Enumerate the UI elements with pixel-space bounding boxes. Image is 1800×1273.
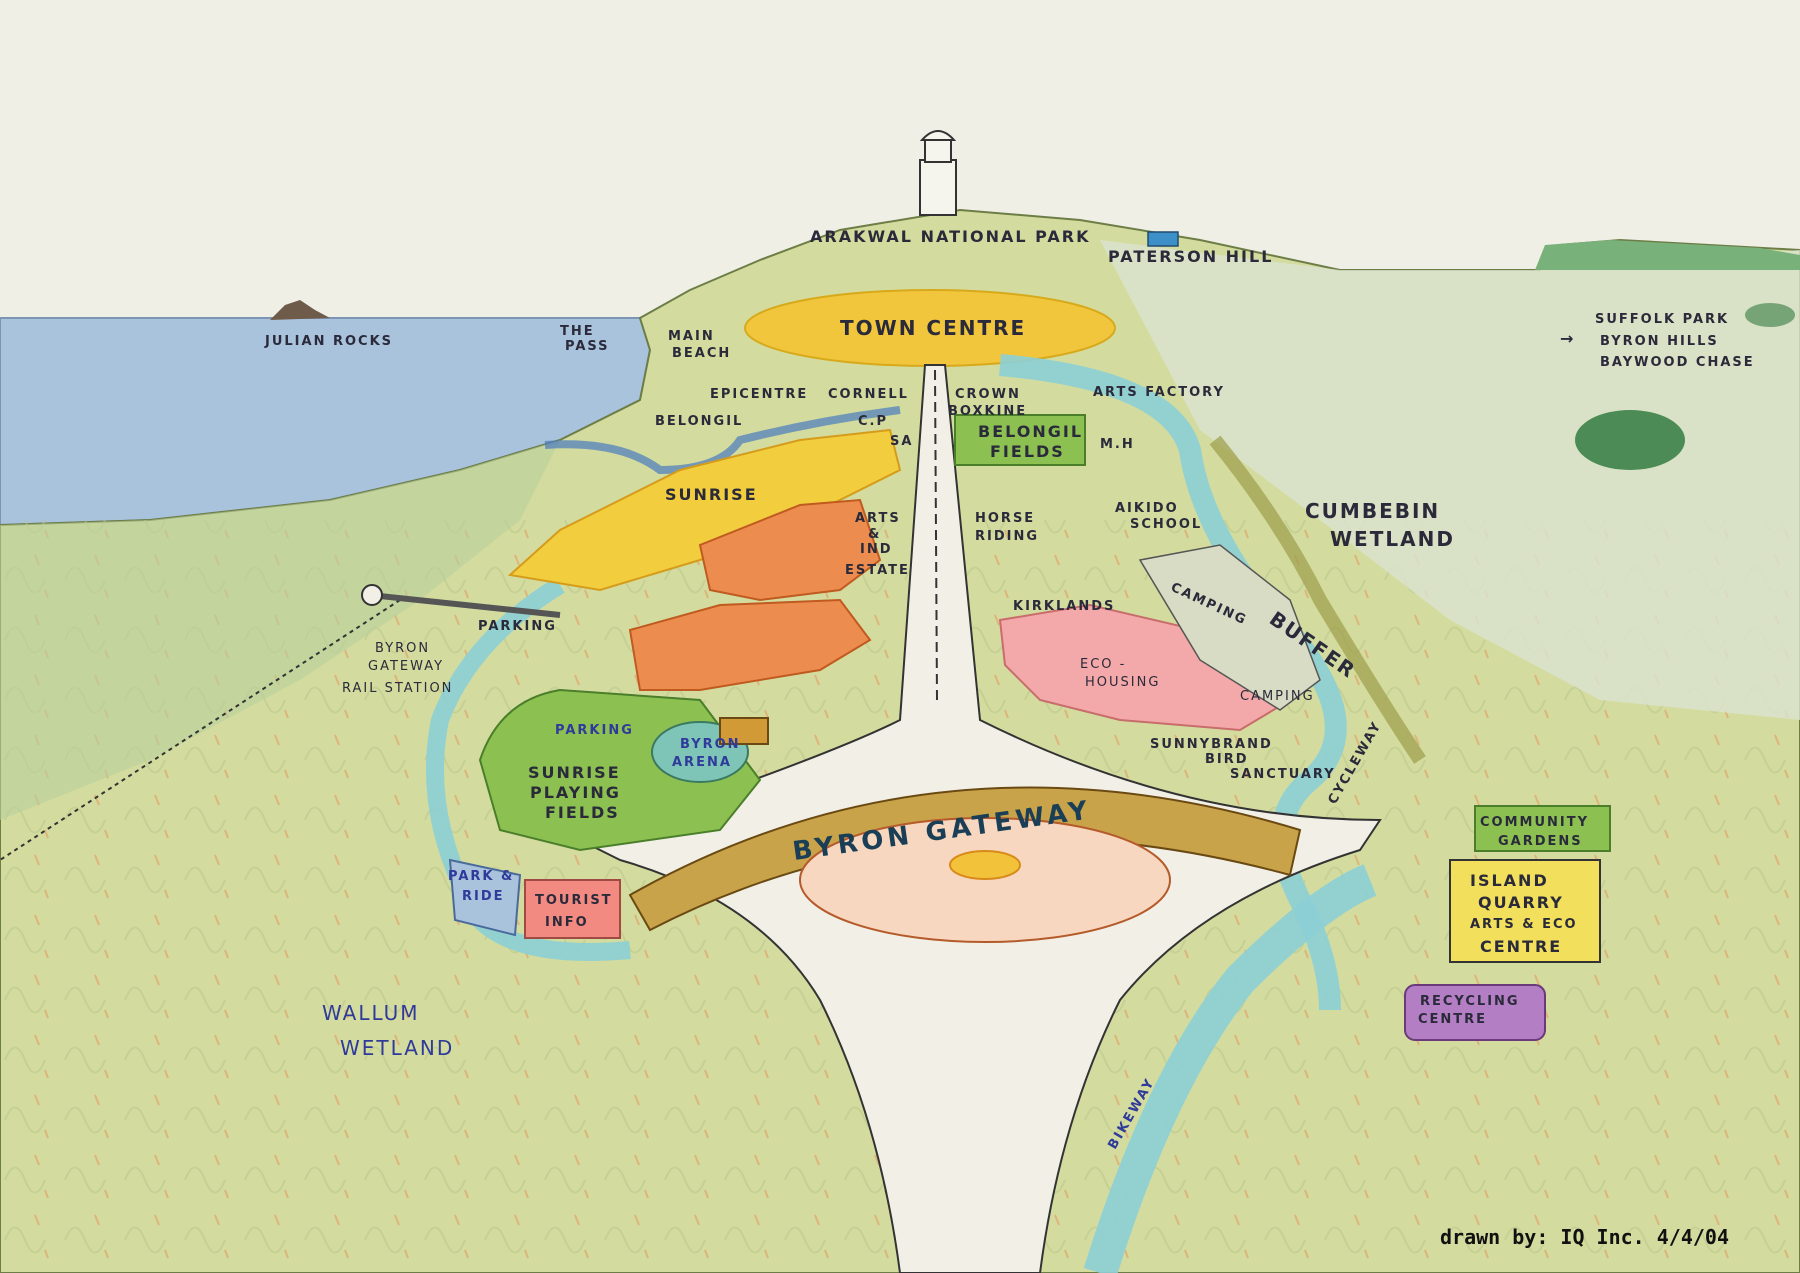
label-arts-ind-4: ESTATE bbox=[845, 563, 910, 578]
sunrise-area bbox=[507, 428, 902, 592]
label-horse-riding-2: RIDING bbox=[975, 529, 1039, 544]
label-cumbebin-1: CUMBEBIN bbox=[1305, 499, 1440, 523]
label-sunrise: SUNRISE bbox=[665, 485, 758, 504]
julian-rocks-island bbox=[270, 300, 330, 320]
label-arts-ind-1: ARTS bbox=[855, 511, 901, 526]
label-parking-station: PARKING bbox=[478, 619, 557, 634]
label-belongil-fields-1: BELONGIL bbox=[978, 422, 1083, 441]
label-park-ride-2: RIDE bbox=[462, 889, 505, 904]
recycling-centre-area bbox=[1404, 984, 1546, 1041]
label-island-quarry-1: ISLAND bbox=[1470, 871, 1549, 890]
label-rail-3: RAIL STATION bbox=[342, 681, 453, 696]
label-byron-arena-1: BYRON bbox=[680, 737, 741, 752]
small-green-patch bbox=[1745, 303, 1795, 327]
label-belongil: BELONGIL bbox=[655, 414, 743, 429]
label-arts-ind-3: IND bbox=[860, 542, 893, 557]
label-cornell: CORNELL bbox=[828, 387, 909, 402]
label-rail-1: BYRON bbox=[375, 641, 430, 656]
label-sunrise-fields-2: PLAYING bbox=[530, 783, 621, 802]
label-arts-ind-2: & bbox=[868, 527, 881, 542]
island-quarry-area bbox=[1449, 859, 1601, 963]
lighthouse bbox=[919, 130, 957, 216]
label-camping-lower: CAMPING bbox=[1240, 689, 1315, 704]
suffolk-arrow-icon: → bbox=[1560, 329, 1575, 348]
label-arts-factory: ARTS FACTORY bbox=[1093, 385, 1225, 400]
label-paterson-hill: PATERSON HILL bbox=[1108, 247, 1273, 266]
label-sunrise-fields-3: FIELDS bbox=[545, 803, 620, 822]
label-sa: SA bbox=[890, 434, 913, 449]
station-node bbox=[361, 584, 383, 606]
park-ride-channel bbox=[426, 577, 631, 961]
label-eco-housing-2: HOUSING bbox=[1085, 675, 1160, 690]
label-sunnybrand-2: BIRD bbox=[1205, 752, 1249, 767]
label-wallum-1: WALLUM bbox=[322, 1001, 420, 1025]
bikeway-channel bbox=[1083, 864, 1377, 1273]
camping-area bbox=[1138, 544, 1321, 711]
label-suffolk-1: SUFFOLK PARK bbox=[1595, 312, 1729, 327]
road-centre-line bbox=[934, 369, 938, 701]
label-town-centre: TOWN CENTRE bbox=[840, 316, 1026, 340]
tourist-info-area bbox=[524, 879, 621, 939]
label-cp: C.P bbox=[858, 414, 888, 429]
label-wallum-2: WETLAND bbox=[340, 1036, 454, 1060]
label-belongil-fields-2: FIELDS bbox=[990, 442, 1065, 461]
label-recycling-2: CENTRE bbox=[1418, 1012, 1487, 1027]
belongil-fields-area bbox=[954, 414, 1086, 466]
label-julian-rocks: JULIAN ROCKS bbox=[264, 334, 393, 349]
arts-industry-estate bbox=[698, 498, 882, 602]
label-island-quarry-4: CENTRE bbox=[1480, 937, 1562, 956]
label-main-beach-1: MAIN bbox=[668, 329, 715, 344]
label-sunnybrand-1: SUNNYBRAND bbox=[1150, 737, 1273, 752]
label-byron-arena-2: ARENA bbox=[672, 755, 732, 770]
buffer-strip bbox=[1209, 435, 1426, 764]
label-suffolk-2: BYRON HILLS bbox=[1600, 334, 1719, 349]
label-crown: CROWN bbox=[955, 387, 1021, 402]
label-the-pass-2: PASS bbox=[565, 339, 610, 354]
label-aikido-1: AIKIDO bbox=[1115, 501, 1179, 516]
arts-industry-estate-south bbox=[628, 598, 872, 691]
label-cumbebin-2: WETLAND bbox=[1330, 527, 1455, 551]
coastal-heath bbox=[0, 440, 560, 820]
label-tourist-info-2: INFO bbox=[545, 915, 589, 930]
label-suffolk-3: BAYWOOD CHASE bbox=[1600, 355, 1755, 370]
label-island-quarry-2: QUARRY bbox=[1478, 893, 1564, 912]
label-mh: M.H bbox=[1100, 437, 1135, 452]
community-gardens-area bbox=[1474, 805, 1611, 852]
label-aikido-2: SCHOOL bbox=[1130, 517, 1202, 532]
right-hinterland bbox=[1100, 240, 1800, 720]
parking-lot-building bbox=[719, 717, 769, 745]
label-parking: PARKING bbox=[555, 723, 634, 738]
headland-right bbox=[1535, 240, 1800, 270]
station-spur bbox=[369, 592, 561, 618]
label-tourist-info-1: TOURIST bbox=[535, 893, 613, 908]
label-sunnybrand-3: SANCTUARY bbox=[1230, 767, 1336, 782]
label-park-ride-1: PARK & bbox=[448, 869, 514, 884]
paterson-hill-building bbox=[1147, 231, 1179, 247]
park-and-ride-area bbox=[448, 858, 522, 937]
dark-green-forest-patch bbox=[1575, 410, 1685, 470]
label-recycling-1: RECYCLING bbox=[1420, 994, 1520, 1009]
label-arakwal: ARAKWAL NATIONAL PARK bbox=[810, 227, 1090, 246]
label-eco-housing-1: ECO - bbox=[1080, 657, 1126, 672]
label-rail-2: GATEWAY bbox=[368, 659, 444, 674]
label-the-pass-1: THE bbox=[560, 324, 595, 339]
label-community-gardens-2: GARDENS bbox=[1498, 834, 1583, 849]
label-sunrise-fields-1: SUNRISE bbox=[528, 763, 621, 782]
label-island-quarry-3: ARTS & ECO bbox=[1470, 917, 1578, 932]
label-horse-riding-1: HORSE bbox=[975, 511, 1035, 526]
label-community-gardens-1: COMMUNITY bbox=[1480, 815, 1589, 830]
label-kirklands: KIRKLANDS bbox=[1013, 599, 1115, 614]
label-boxkine: BOXKINE bbox=[948, 404, 1027, 419]
drawing-credit: drawn by: IQ Inc. 4/4/04 bbox=[1440, 1225, 1729, 1249]
label-epicentre: EPICENTRE bbox=[710, 387, 808, 402]
roundabout-centre bbox=[949, 850, 1021, 880]
label-main-beach-2: BEACH bbox=[672, 346, 731, 361]
